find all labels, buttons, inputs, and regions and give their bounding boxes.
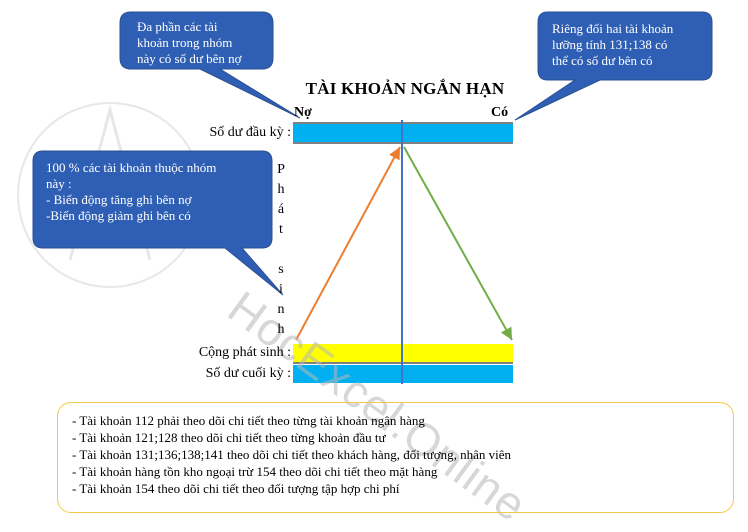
- total-activity-label: Cộng phát sinh :: [198, 345, 291, 360]
- closing-balance-label: Số dư cuối kỳ :: [205, 366, 291, 381]
- vertical-label-char: i: [279, 282, 283, 297]
- vertical-label-char: h: [277, 322, 285, 337]
- vertical-label-char: n: [277, 302, 285, 317]
- vertical-label-char: P: [277, 162, 285, 177]
- debit-side-label: Nợ: [294, 105, 312, 120]
- callout-mid-left-shape: [32, 150, 284, 296]
- vertical-label-char: á: [277, 202, 285, 217]
- vertical-label-char: s: [278, 262, 284, 277]
- note-item: - Tài khoản 121;128 theo dõi chi tiết th…: [72, 430, 386, 445]
- note-item: - Tài khoản 112 phải theo dõi chi tiết t…: [72, 413, 425, 428]
- credit-side-label: Có: [491, 105, 509, 120]
- note-item: - Tài khoản hàng tồn kho ngoại trừ 154 t…: [72, 464, 438, 479]
- note-item: - Tài khoản 131;136;138;141 theo dõi chi…: [72, 447, 511, 462]
- notes-box: - Tài khoản 112 phải theo dõi chi tiết t…: [57, 402, 734, 513]
- opening-balance-label: Số dư đầu kỳ :: [209, 125, 291, 140]
- callout-top-right-text: Riêng đối hai tài khoản lưỡng tính 131;1…: [552, 21, 674, 68]
- vertical-label-char: h: [277, 182, 285, 197]
- credit-arrow: [403, 146, 513, 341]
- callout-top-right-shape: [514, 11, 713, 121]
- debit-arrow: [295, 146, 401, 341]
- callout-mid-left-text: 100 % các tài khoản thuộc nhóm này : - B…: [46, 160, 217, 223]
- callout-top-left-shape: [119, 11, 301, 119]
- account-title: TÀI KHOẢN NGẮN HẠN: [305, 79, 505, 98]
- vertical-label-char: t: [279, 222, 283, 237]
- callout-top-left-text: Đa phần các tài khoản trong nhóm này có …: [137, 19, 242, 66]
- note-item: - Tài khoản 154 theo dõi chi tiết theo đ…: [72, 481, 400, 496]
